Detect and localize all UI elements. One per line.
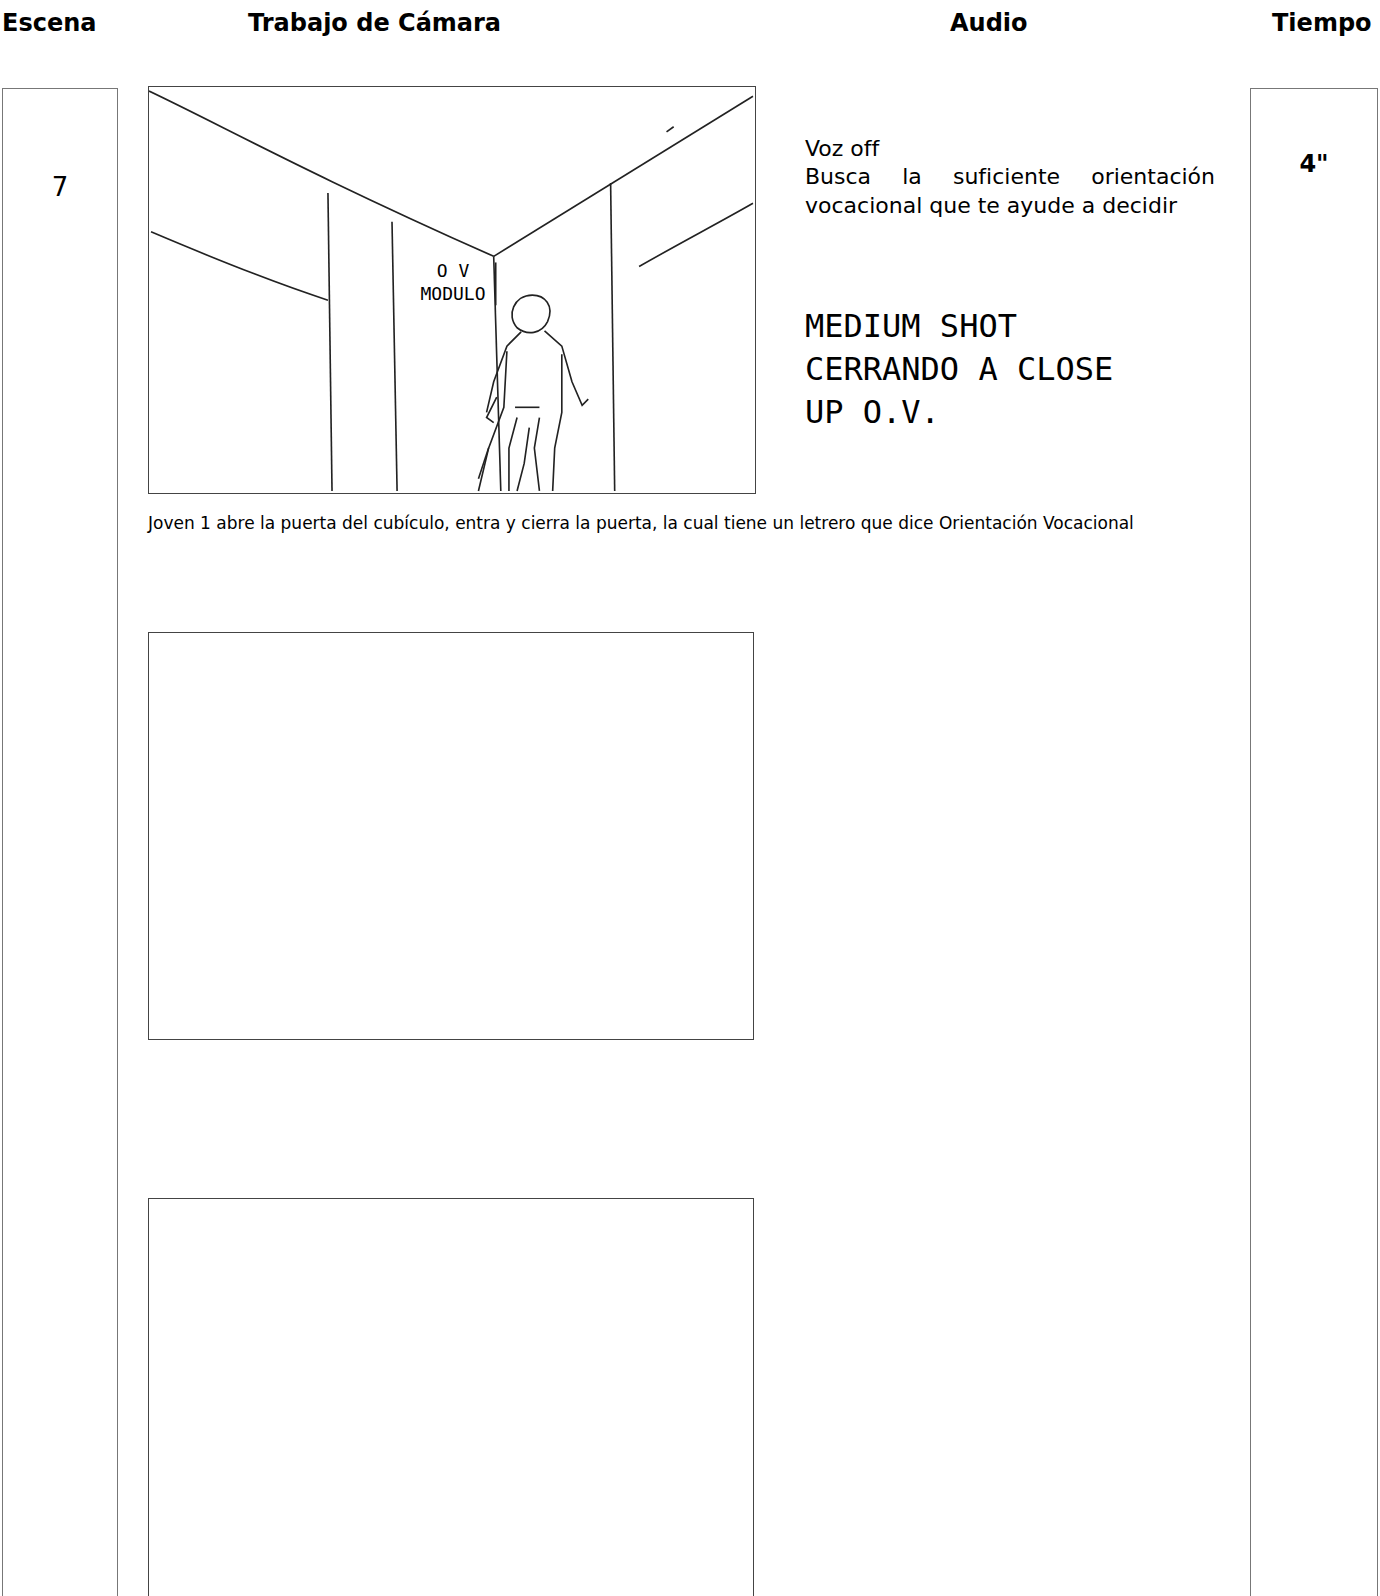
sketch-line [611,183,615,491]
column-header: Audio [950,8,1070,39]
voice-over-text: Busca la suficiente orientación vocacion… [805,163,1215,220]
sketch-line [545,331,589,405]
scene-number: 7 [3,171,117,205]
sketch-line [495,262,497,305]
time-value: 4" [1251,149,1377,180]
sketch-line [667,127,674,132]
sketch-line [509,418,517,491]
empty-frame [148,1198,754,1596]
column-header: Escena [2,8,142,39]
audio-type: Voz off [805,135,1205,164]
sketch-line [478,448,488,479]
empty-frame [148,632,754,1040]
sketch-line [534,418,539,491]
storyboard-frame: O V MODULO [148,86,756,494]
sketch-line [512,295,550,333]
sketch-line [328,193,332,491]
column-box: 4" [1250,88,1378,1596]
sketch-line [494,96,753,256]
action-description: Joven 1 abre la puerta del cubículo, ent… [148,512,1233,534]
column-box: 7 [2,88,118,1596]
sketch-line [392,222,397,491]
column-header: Trabajo de Cámara [248,8,608,39]
sketch-line [515,406,539,408]
sketch-line [151,232,328,300]
sketch-line [149,91,494,256]
sketch-line [553,354,562,491]
column-header: Tiempo [1272,8,1380,39]
sketch-line [487,397,497,423]
sketch-line [478,351,506,491]
sketch-line [517,428,529,491]
camera-note: MEDIUM SHOT CERRANDO A CLOSE UP O.V. [805,305,1135,435]
sketch-line [639,203,753,266]
door-sign: O V MODULO [407,259,499,306]
